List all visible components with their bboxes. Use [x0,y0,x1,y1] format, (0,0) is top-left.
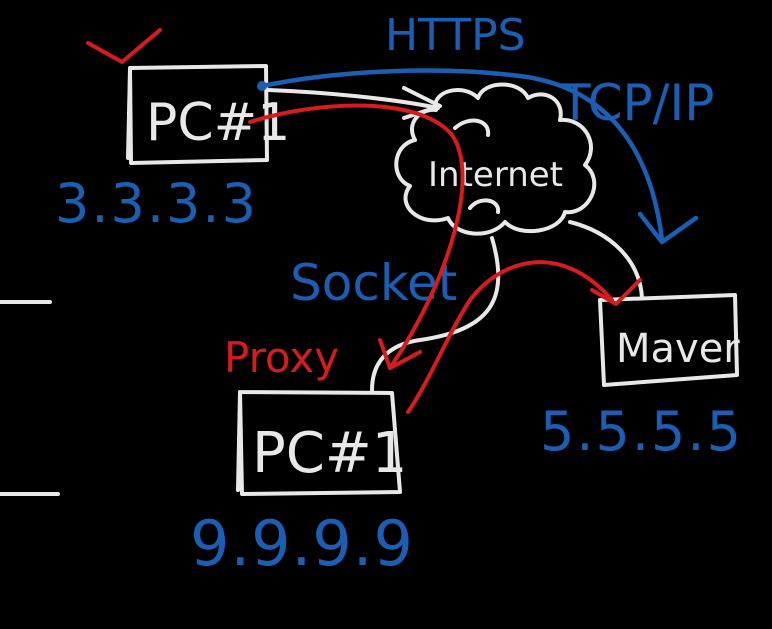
proxy-pc-ip: 9.9.9.9 [190,507,414,580]
server-label: Maver [616,326,740,372]
server-ip: 5.5.5.5 [540,400,743,463]
route-start-dot [257,81,267,91]
cloud-shape [394,82,597,236]
proxy-pc-box [236,390,402,496]
proxy-role-label: Proxy [224,333,339,382]
link-cloud-to-server [568,220,644,300]
proxy-pc-node: PC#1 9.9.9.9 Proxy [190,333,414,580]
route-proxy-to-server [406,260,614,414]
cloud-inner-swirl [453,118,501,214]
pc-top-ip: 3.3.3.3 [55,172,258,235]
proxy-pc-label: PC#1 [252,421,407,486]
cloud-label: Internet [428,155,563,195]
pc-top-node: PC#1 3.3.3.3 [55,28,290,235]
socket-label: Socket [290,254,457,312]
check-mark-icon [86,28,162,64]
link-cloud-to-proxy [370,236,501,392]
server-box [598,293,739,387]
pc-top-box [126,64,269,165]
route-pc-to-proxy [248,103,465,370]
route-pc-to-server [259,68,665,243]
link-pc-top-to-cloud [266,88,440,110]
arrow-head-server-red [590,278,642,306]
arrow-head-server-blue [637,211,699,245]
server-node: Maver 5.5.5.5 [540,293,743,463]
internet-cloud: Internet [394,82,597,236]
arrow-head-proxy-red [378,338,422,370]
https-label: HTTPS [385,10,526,61]
tcpip-label: TCP/IP [559,74,714,132]
pc-top-label: PC#1 [146,93,290,153]
